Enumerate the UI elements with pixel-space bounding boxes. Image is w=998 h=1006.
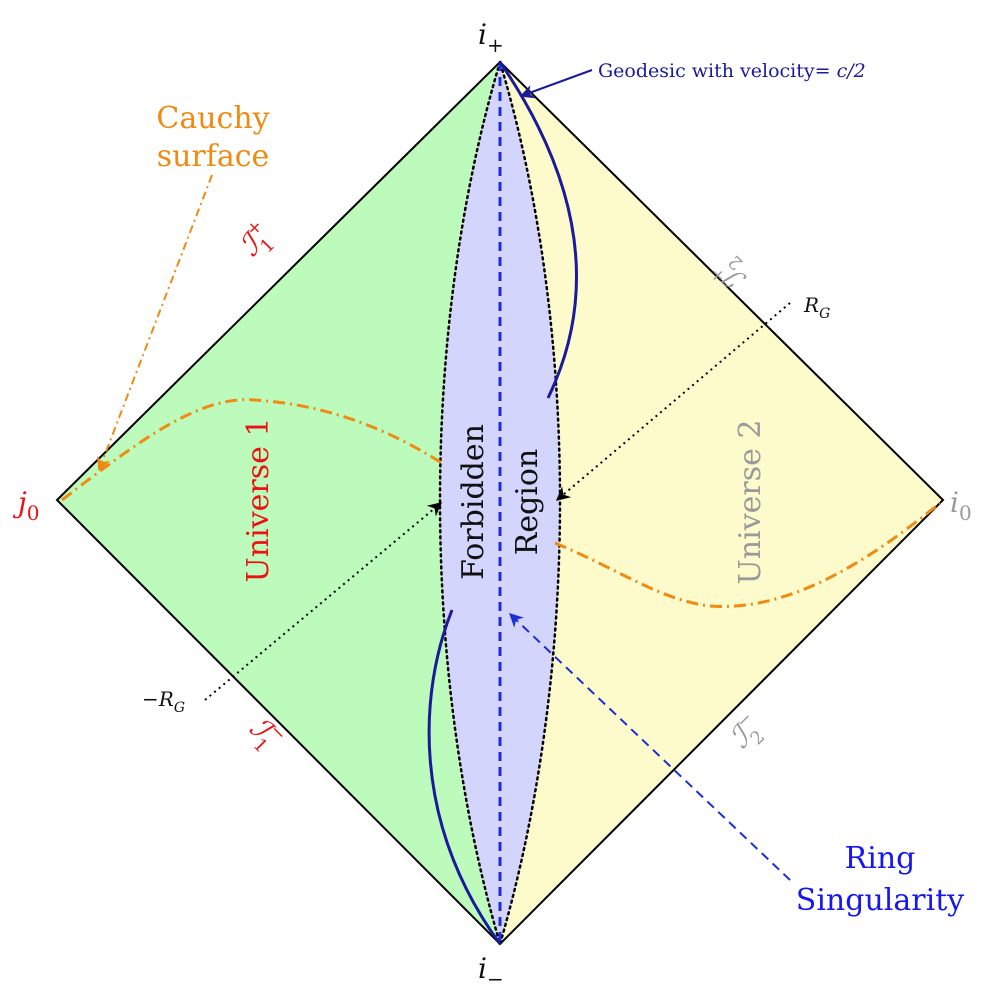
cauchy-label-line2: surface <box>157 139 270 174</box>
universe-2-label: Universe 2 <box>733 419 768 584</box>
cauchy-surface-right <box>554 501 941 608</box>
ring-singularity-label-line1: Ring <box>845 841 916 876</box>
cauchy-surface-left <box>61 398 446 502</box>
ring-singularity-label-line2: Singularity <box>796 883 964 918</box>
ring-singularity-pointer-arrow <box>508 613 791 881</box>
scri-upper-left-label: ℐ1+ <box>231 215 283 267</box>
vertex-bottom-label: i− <box>478 952 504 991</box>
cauchy-pointer-arrow <box>96 174 213 472</box>
rg-positive-label: RG <box>803 293 830 322</box>
universe-1-label: Universe 1 <box>241 417 276 582</box>
vertex-left-label: j0 <box>12 486 39 525</box>
forbidden-region-label-line1: Forbidden <box>456 424 491 580</box>
cauchy-label-line1: Cauchy <box>156 101 269 136</box>
universe-1-region <box>57 62 500 944</box>
geodesic-lower <box>427 609 502 945</box>
rg-negative-label: −RG <box>142 687 185 716</box>
geodesic-annotation: Geodesic with velocity= c/2 <box>598 60 866 82</box>
universe-2-region <box>500 62 943 944</box>
forbidden-region-label-line2: Region <box>510 449 545 556</box>
vertex-top-label: i+ <box>478 18 504 57</box>
vertex-right-label: i0 <box>950 486 972 525</box>
geodesic-pointer-arrow <box>519 69 593 99</box>
geodesic-upper <box>498 61 578 399</box>
